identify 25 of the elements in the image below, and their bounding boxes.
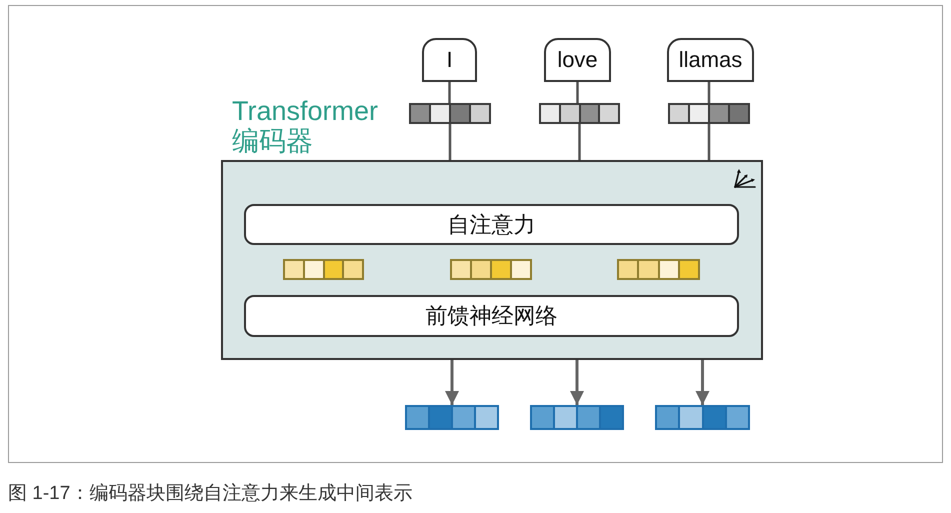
connector-line — [448, 82, 451, 103]
output-vector — [530, 405, 624, 430]
output-vector — [655, 405, 750, 430]
token-box: love — [544, 38, 611, 82]
connector-line — [448, 124, 452, 160]
figure-caption: 图 1-17：编码器块围绕自注意力来生成中间表示 — [8, 482, 412, 506]
arrow — [696, 360, 710, 405]
layer-box: 前馈神经网络 — [244, 295, 739, 337]
output-vector — [405, 405, 499, 430]
arrow — [570, 360, 584, 405]
token-box: llamas — [667, 38, 754, 82]
hidden-state-vector — [617, 259, 700, 280]
arrow — [445, 360, 459, 405]
token-box: I — [422, 38, 477, 82]
embedding-vector — [539, 103, 620, 124]
embedding-vector — [668, 103, 750, 124]
encoder-title: Transformer 编码器 — [232, 96, 380, 156]
connector-line — [576, 82, 579, 103]
hidden-state-vector — [283, 259, 364, 280]
connector-line — [708, 82, 710, 103]
hidden-state-vector — [450, 259, 532, 280]
embedding-vector — [409, 103, 491, 124]
layer-box: 自注意力 — [244, 204, 739, 245]
connector-line — [708, 124, 710, 160]
connector-line — [578, 124, 581, 160]
